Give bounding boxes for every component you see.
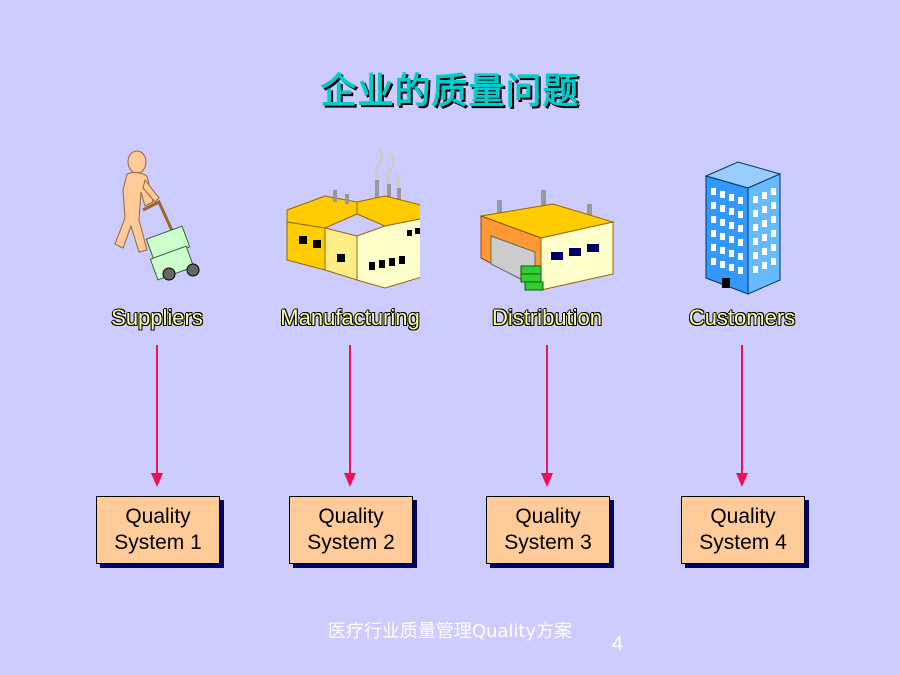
office-building-icon xyxy=(704,161,782,295)
stage-label: Suppliers xyxy=(111,305,203,330)
stage-customers: Customers Quality System 4 xyxy=(642,140,842,570)
arrow-down-icon xyxy=(344,345,356,487)
quality-line2: System 3 xyxy=(504,531,592,554)
quality-line1: Quality xyxy=(318,505,384,528)
warehouse-icon xyxy=(479,190,615,291)
quality-line2: System 4 xyxy=(699,531,787,554)
slide-footer: 医疗行业质量管理Quality方案 xyxy=(327,621,573,642)
quality-line2: System 2 xyxy=(307,531,395,554)
quality-system-box: Quality System 2 xyxy=(289,496,413,564)
slide-title: 企业的质量问题 xyxy=(320,71,580,112)
arrow-down-icon xyxy=(736,345,748,487)
arrow-down-icon xyxy=(541,345,553,487)
page-number: 4 xyxy=(612,633,624,655)
quality-line1: Quality xyxy=(125,505,191,528)
stage-distribution: Distribution Quality System 3 xyxy=(447,140,647,570)
quality-line1: Quality xyxy=(710,505,776,528)
factory-icon xyxy=(286,147,420,289)
stage-label: Customers xyxy=(688,305,796,330)
quality-line1: Quality xyxy=(515,505,581,528)
quality-system-box: Quality System 4 xyxy=(681,496,805,564)
stage-label: Manufacturing xyxy=(280,305,420,330)
stage-label: Distribution xyxy=(491,305,603,330)
quality-line2: System 1 xyxy=(114,531,202,554)
stage-manufacturing: Manufacturing Quality System 2 xyxy=(250,140,450,570)
stage-suppliers: Suppliers Quality System 1 xyxy=(57,140,257,570)
quality-system-box: Quality System 3 xyxy=(486,496,610,564)
person-hand-truck-icon xyxy=(114,150,200,281)
quality-system-box: Quality System 1 xyxy=(96,496,220,564)
arrow-down-icon xyxy=(151,345,163,487)
